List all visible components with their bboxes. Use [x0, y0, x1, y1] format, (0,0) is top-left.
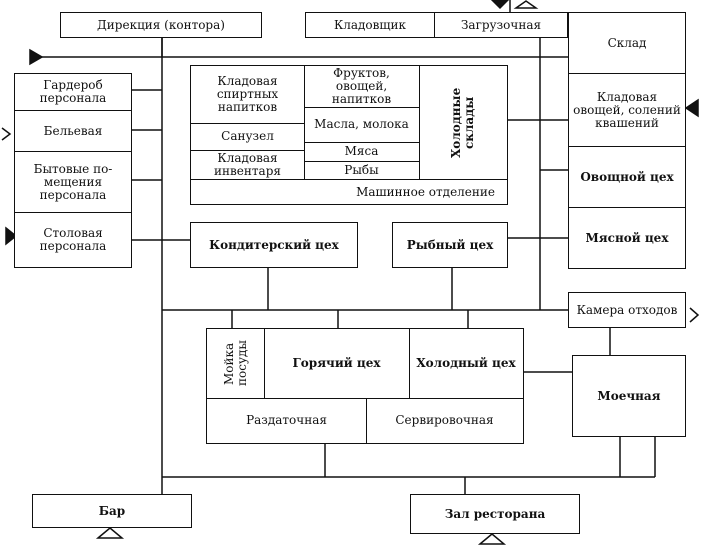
waste-chamber: Камера отходов: [568, 292, 686, 328]
direction-office: Дирекция (контора): [60, 12, 262, 38]
bar: Бар: [32, 494, 192, 528]
dish-wash: Мойка посуды: [207, 329, 265, 399]
machine-room: Машинное отделение: [191, 179, 507, 204]
cold-shop: Холодный цех: [409, 329, 523, 399]
linen-room: Бельевая: [14, 110, 132, 152]
butter-milk-storage: Масла, молока: [304, 107, 420, 143]
serving-room: Сервировочная: [395, 413, 494, 427]
inventory-storage: Кладовая инвентаря: [191, 150, 305, 180]
fish-shop: Рыбный цех: [392, 222, 508, 268]
storekeeper-room: Кладовщик: [305, 12, 435, 38]
kitchen-block: [206, 328, 524, 444]
household-rooms: Бытовые по-мещения персонала: [14, 151, 132, 213]
loading-room: Загрузочная: [434, 12, 568, 38]
fruit-storage: Фруктов, овощей, напитков: [304, 66, 420, 108]
warehouse: Склад: [568, 12, 686, 74]
distribution-room: Раздаточная: [207, 398, 367, 443]
confectionery-shop: Кондитерский цех: [190, 222, 358, 268]
restaurant-hall: Зал ресторана: [410, 494, 580, 534]
meat-shop: Мясной цех: [568, 207, 686, 269]
fish-cold-storage: Рыбы: [304, 161, 420, 180]
vegetable-storage: Кладовая овощей, солений квашений: [568, 73, 686, 147]
restroom: Санузел: [191, 123, 305, 151]
washing-room: Моечная: [572, 355, 686, 437]
staff-canteen: Столовая персонала: [14, 212, 132, 268]
meat-cold-storage: Мяса: [304, 142, 420, 162]
vegetable-shop: Овощной цех: [568, 146, 686, 208]
spirits-storage: Кладовая спиртных напитков: [191, 66, 305, 124]
staff-wardrobe: Гардероб персонала: [14, 73, 132, 111]
hot-shop: Горячий цех: [264, 329, 410, 399]
cold-stores-label: Холодные склады: [449, 87, 476, 159]
storage-block: [190, 65, 508, 205]
